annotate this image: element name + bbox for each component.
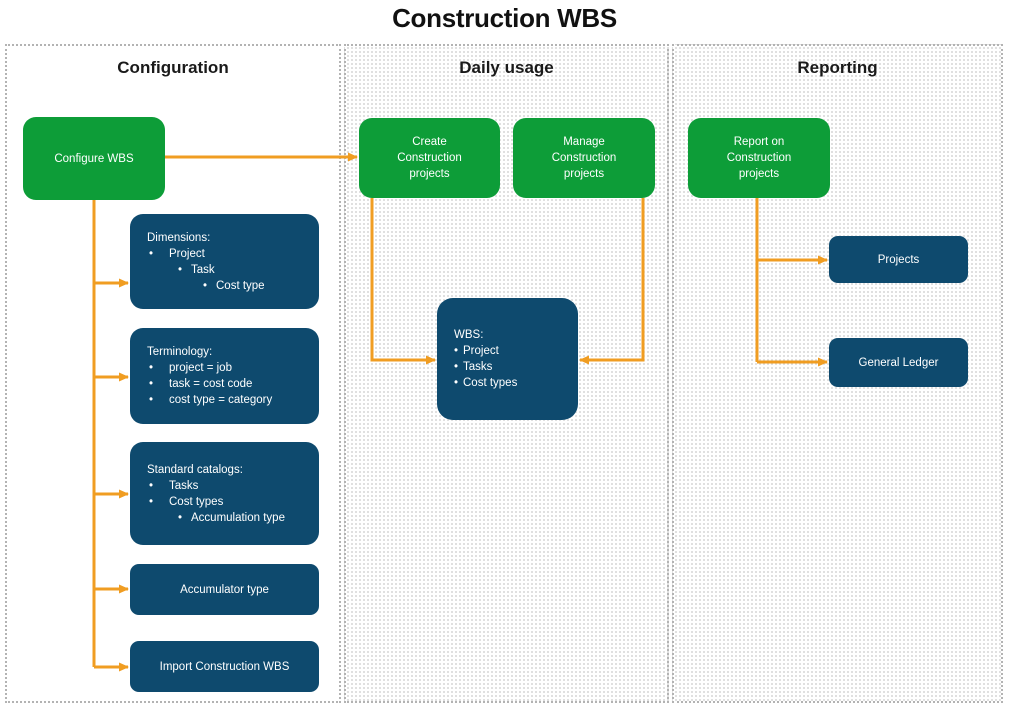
panel-daily-usage-header: Daily usage	[459, 58, 554, 77]
list-item: Project	[454, 343, 568, 359]
node-general-ledger: General Ledger	[829, 338, 968, 387]
node-import-construction-wbs: Import Construction WBS	[130, 641, 319, 692]
node-manage-construction-projects: Manage Construction projects	[513, 118, 655, 198]
list-item: Cost types	[454, 375, 568, 391]
list-item: project = job	[147, 360, 309, 376]
node-accumulator-type: Accumulator type	[130, 564, 319, 615]
node-label: Report on Construction projects	[726, 136, 792, 180]
list-item: Cost types	[147, 494, 309, 510]
node-label: Configure WBS	[54, 152, 134, 165]
node-configure-wbs: Configure WBS	[23, 117, 165, 200]
node-label: General Ledger	[858, 356, 939, 369]
node-label: Create Construction projects	[397, 136, 462, 180]
node-label: Projects	[877, 253, 920, 266]
node-standard-catalogs: Standard catalogs: Tasks Cost types Accu…	[130, 442, 319, 545]
list-item: cost type = category	[147, 392, 309, 408]
list-item: Tasks	[454, 359, 568, 375]
list-item: Project	[147, 246, 309, 262]
node-heading: Dimensions:	[147, 231, 211, 244]
node-terminology: Terminology: project = job task = cost c…	[130, 328, 319, 424]
list-item: Task	[178, 262, 309, 278]
node-dimensions: Dimensions: Project Task Cost type	[130, 214, 319, 309]
panel-reporting-header: Reporting	[797, 58, 878, 77]
node-heading: WBS:	[454, 329, 484, 341]
panel-configuration-header: Configuration	[117, 58, 229, 77]
node-create-construction-projects: Create Construction projects	[359, 118, 500, 198]
list-item: Tasks	[147, 478, 309, 494]
node-label: Accumulator type	[180, 583, 269, 596]
node-heading: Standard catalogs:	[147, 463, 243, 476]
node-projects: Projects	[829, 236, 968, 283]
page-title: Construction WBS	[392, 3, 617, 33]
node-label: Import Construction WBS	[159, 660, 290, 673]
node-label: Manage Construction projects	[551, 136, 617, 180]
list-item: Accumulation type	[178, 510, 309, 526]
list-item: Cost type	[203, 278, 309, 294]
node-heading: Terminology:	[147, 346, 213, 358]
node-wbs: WBS: Project Tasks Cost types	[437, 298, 578, 420]
node-report-on-construction-projects: Report on Construction projects	[688, 118, 830, 198]
list-item: task = cost code	[147, 376, 309, 392]
